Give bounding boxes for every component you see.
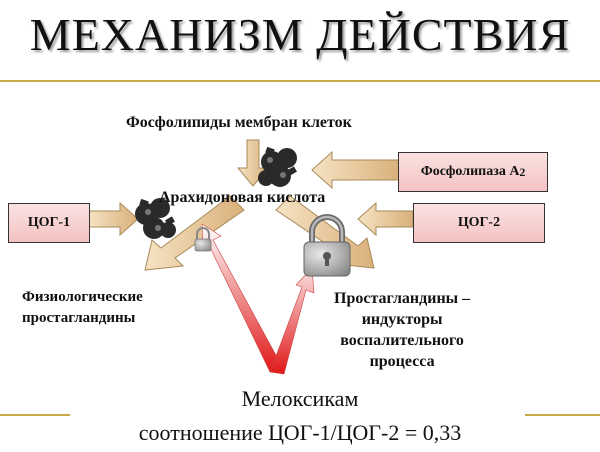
cox-ratio: соотношение ЦОГ-1/ЦОГ-2 = 0,33 xyxy=(138,420,462,445)
top-rule xyxy=(0,80,600,82)
physiological-prostaglandins-label: Физиологические простагландины xyxy=(22,287,143,329)
meloxicam-arrow-cox1-icon xyxy=(201,223,284,373)
phospholipase-subscript: 2 xyxy=(519,165,526,179)
physio-arrow-icon xyxy=(144,195,245,271)
inflam-line-3: воспалительного xyxy=(340,332,464,349)
inflam-line-2: индукторы xyxy=(361,311,443,328)
cox1-box: ЦОГ-1 xyxy=(8,203,90,243)
bottom-rule-left xyxy=(0,414,70,416)
bottom-rule-right xyxy=(525,414,600,416)
cox1-label: ЦОГ-1 xyxy=(27,215,71,230)
physio-line-2: простагландины xyxy=(22,310,136,326)
slide-title: МЕХАНИЗМ ДЕЙСТВИЯ xyxy=(29,9,571,60)
cox1-enzyme-icon xyxy=(135,198,176,239)
inflam-line-1: Простагландины – xyxy=(334,290,471,307)
arachidonic-acid-label: Арахидоновая кислота xyxy=(159,189,326,206)
meloxicam-arrow-cox2-icon xyxy=(269,267,315,375)
phospholipids-label: Фосфолипиды мембран клеток xyxy=(126,114,352,131)
cox2-label: ЦОГ-2 xyxy=(457,215,501,230)
cox2-arrow-icon xyxy=(357,201,414,237)
small-lock-icon xyxy=(194,227,212,252)
inflammatory-prostaglandins-label: Простагландины – индукторы воспалительно… xyxy=(334,288,470,372)
drug-name: Мелоксикам xyxy=(241,386,359,411)
phospholipase-arrow-icon xyxy=(311,150,401,190)
cox1-arrow-icon xyxy=(87,201,139,237)
large-lock-icon xyxy=(303,214,351,277)
cox2-box: ЦОГ-2 xyxy=(413,203,545,243)
phospholipase-label: Фосфолипаза А xyxy=(420,164,520,179)
physio-line-1: Физиологические xyxy=(22,289,143,305)
phospholipase-enzyme-icon xyxy=(258,146,297,187)
inflam-line-4: процесса xyxy=(369,353,435,370)
